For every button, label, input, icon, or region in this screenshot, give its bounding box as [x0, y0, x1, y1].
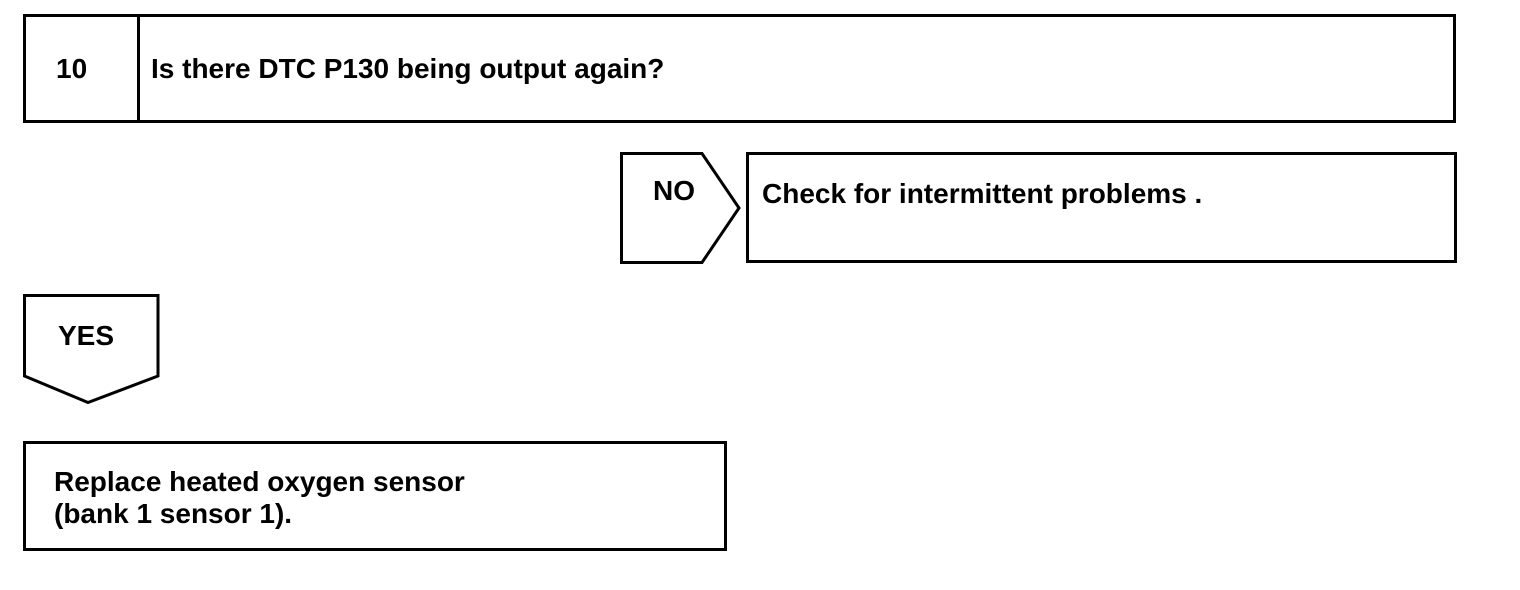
yes-branch-action-box: Replace heated oxygen sensor (bank 1 sen… [23, 441, 727, 551]
no-branch-label: NO [653, 175, 695, 206]
no-branch-action-text: Check for intermittent problems . [762, 178, 1203, 209]
yes-branch-action-line1: Replace heated oxygen sensor [54, 466, 465, 497]
step-number: 10 [56, 53, 88, 84]
step-question-text: Is there DTC P130 being output again? [151, 53, 665, 84]
step-number-divider [137, 17, 140, 120]
yes-branch-label: YES [58, 320, 115, 351]
yes-branch-arrow [23, 294, 160, 405]
no-branch-action-box: Check for intermittent problems . [746, 152, 1457, 263]
yes-branch-action-line2: (bank 1 sensor 1). [54, 498, 293, 529]
no-branch-arrow [620, 152, 741, 264]
step-question-box: 10 Is there DTC P130 being output again? [23, 14, 1456, 123]
